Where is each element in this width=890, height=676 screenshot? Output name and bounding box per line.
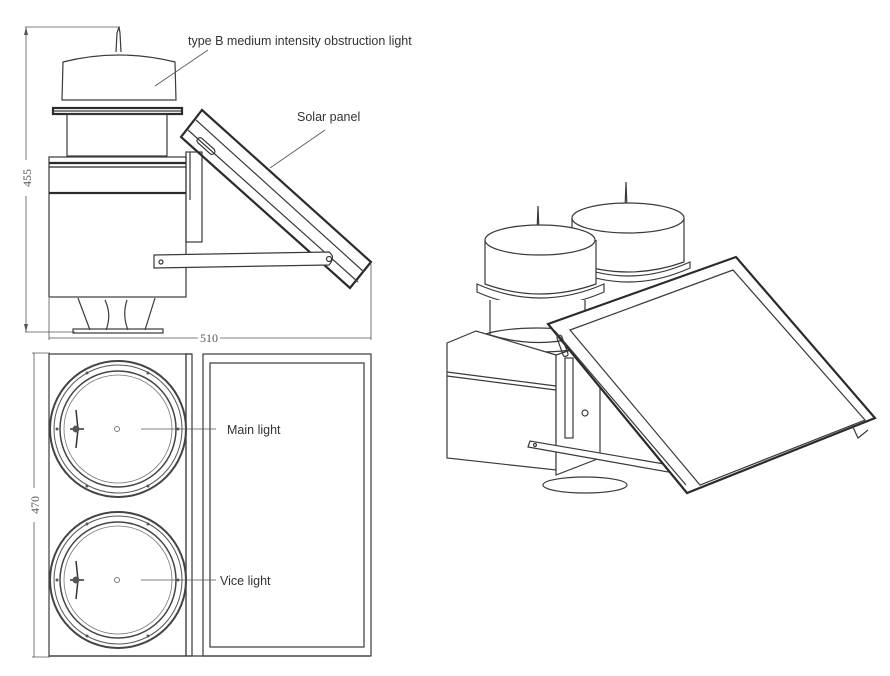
callout-main-light: Main light bbox=[141, 423, 281, 437]
depth-dimension: 470 bbox=[28, 352, 50, 658]
height-value: 455 bbox=[20, 169, 34, 187]
isometric-view bbox=[446, 181, 877, 495]
support-strut bbox=[153, 251, 334, 269]
label-solar-panel: Solar panel bbox=[297, 110, 360, 124]
width-value: 510 bbox=[200, 331, 218, 345]
solar-panel-top bbox=[202, 353, 372, 657]
label-light-type: type B medium intensity obstruction ligh… bbox=[188, 34, 412, 48]
label-main-light: Main light bbox=[227, 423, 281, 437]
callout-solar-panel: Solar panel bbox=[269, 110, 360, 169]
depth-value: 470 bbox=[28, 496, 42, 514]
width-dimension: 510 bbox=[48, 262, 372, 345]
solar-panel-iso bbox=[546, 255, 877, 495]
callout-light-type: type B medium intensity obstruction ligh… bbox=[154, 34, 412, 87]
side-view: 455 bbox=[20, 26, 412, 345]
label-vice-light: Vice light bbox=[220, 574, 271, 588]
top-view: 470 bbox=[28, 352, 372, 658]
height-dimension: 455 bbox=[20, 26, 120, 333]
callout-vice-light: Vice light bbox=[141, 574, 271, 588]
